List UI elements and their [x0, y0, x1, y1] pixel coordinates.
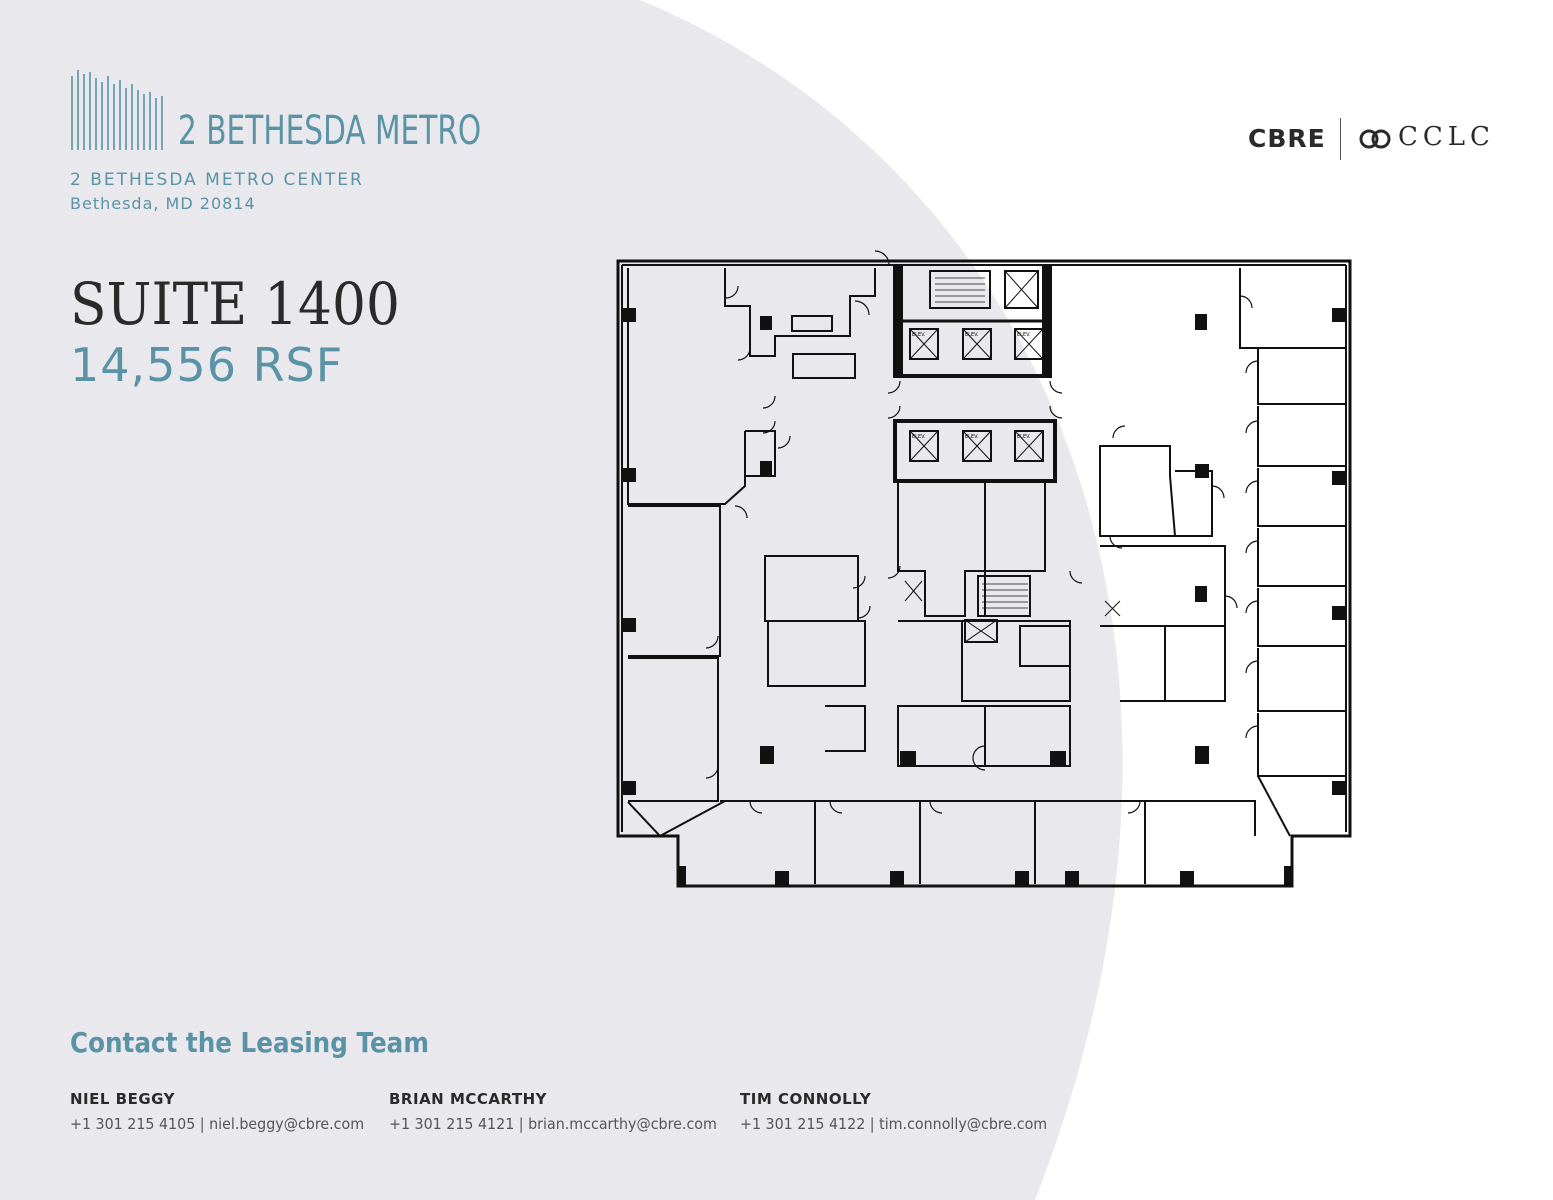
- contact-person: TIM CONNOLLY +1 301 215 4122 | tim.conno…: [740, 1090, 1063, 1133]
- contact-info[interactable]: +1 301 215 4121 | brian.mccarthy@cbre.co…: [389, 1115, 717, 1133]
- contact-name: BRIAN MCCARTHY: [389, 1090, 548, 1108]
- elevator-label: ELEV.: [965, 332, 979, 338]
- contact-info[interactable]: +1 301 215 4122 | tim.connolly@cbre.com: [740, 1115, 1048, 1133]
- cclc-mark-icon: [1359, 129, 1391, 149]
- address-line-2: Bethesda, MD 20814: [70, 194, 256, 213]
- suite-area: 14,556 RSF: [70, 338, 344, 392]
- floor-plan: ELEV. ELEV. ELEV. ELEV. ELEV. ELEV.: [616, 250, 1352, 888]
- contact-name: NIEL BEGGY: [70, 1090, 175, 1108]
- address-line-1: 2 BETHESDA METRO CENTER: [70, 170, 364, 190]
- elevator-label: ELEV.: [912, 332, 926, 338]
- contact-person: NIEL BEGGY +1 301 215 4105 | niel.beggy@…: [70, 1090, 380, 1133]
- elevator-label: ELEV.: [1017, 332, 1031, 338]
- elevator-label: ELEV.: [965, 434, 979, 440]
- logo-divider: [1340, 118, 1341, 160]
- cbre-logo: CBRE: [1248, 124, 1326, 153]
- building-logo-icon: [71, 70, 163, 150]
- elevator-label: ELEV.: [1017, 434, 1031, 440]
- contact-person: BRIAN MCCARTHY +1 301 215 4121 | brian.m…: [389, 1090, 734, 1133]
- elevator-label: ELEV.: [912, 434, 926, 440]
- suite-title: SUITE 1400: [70, 270, 400, 338]
- contact-info[interactable]: +1 301 215 4105 | niel.beggy@cbre.com: [70, 1115, 365, 1133]
- building-name: 2 BETHESDA METRO: [178, 108, 482, 154]
- contact-name: TIM CONNOLLY: [740, 1090, 872, 1108]
- cclc-logo: CCLC: [1398, 122, 1495, 152]
- contact-title: Contact the Leasing Team: [70, 1026, 429, 1059]
